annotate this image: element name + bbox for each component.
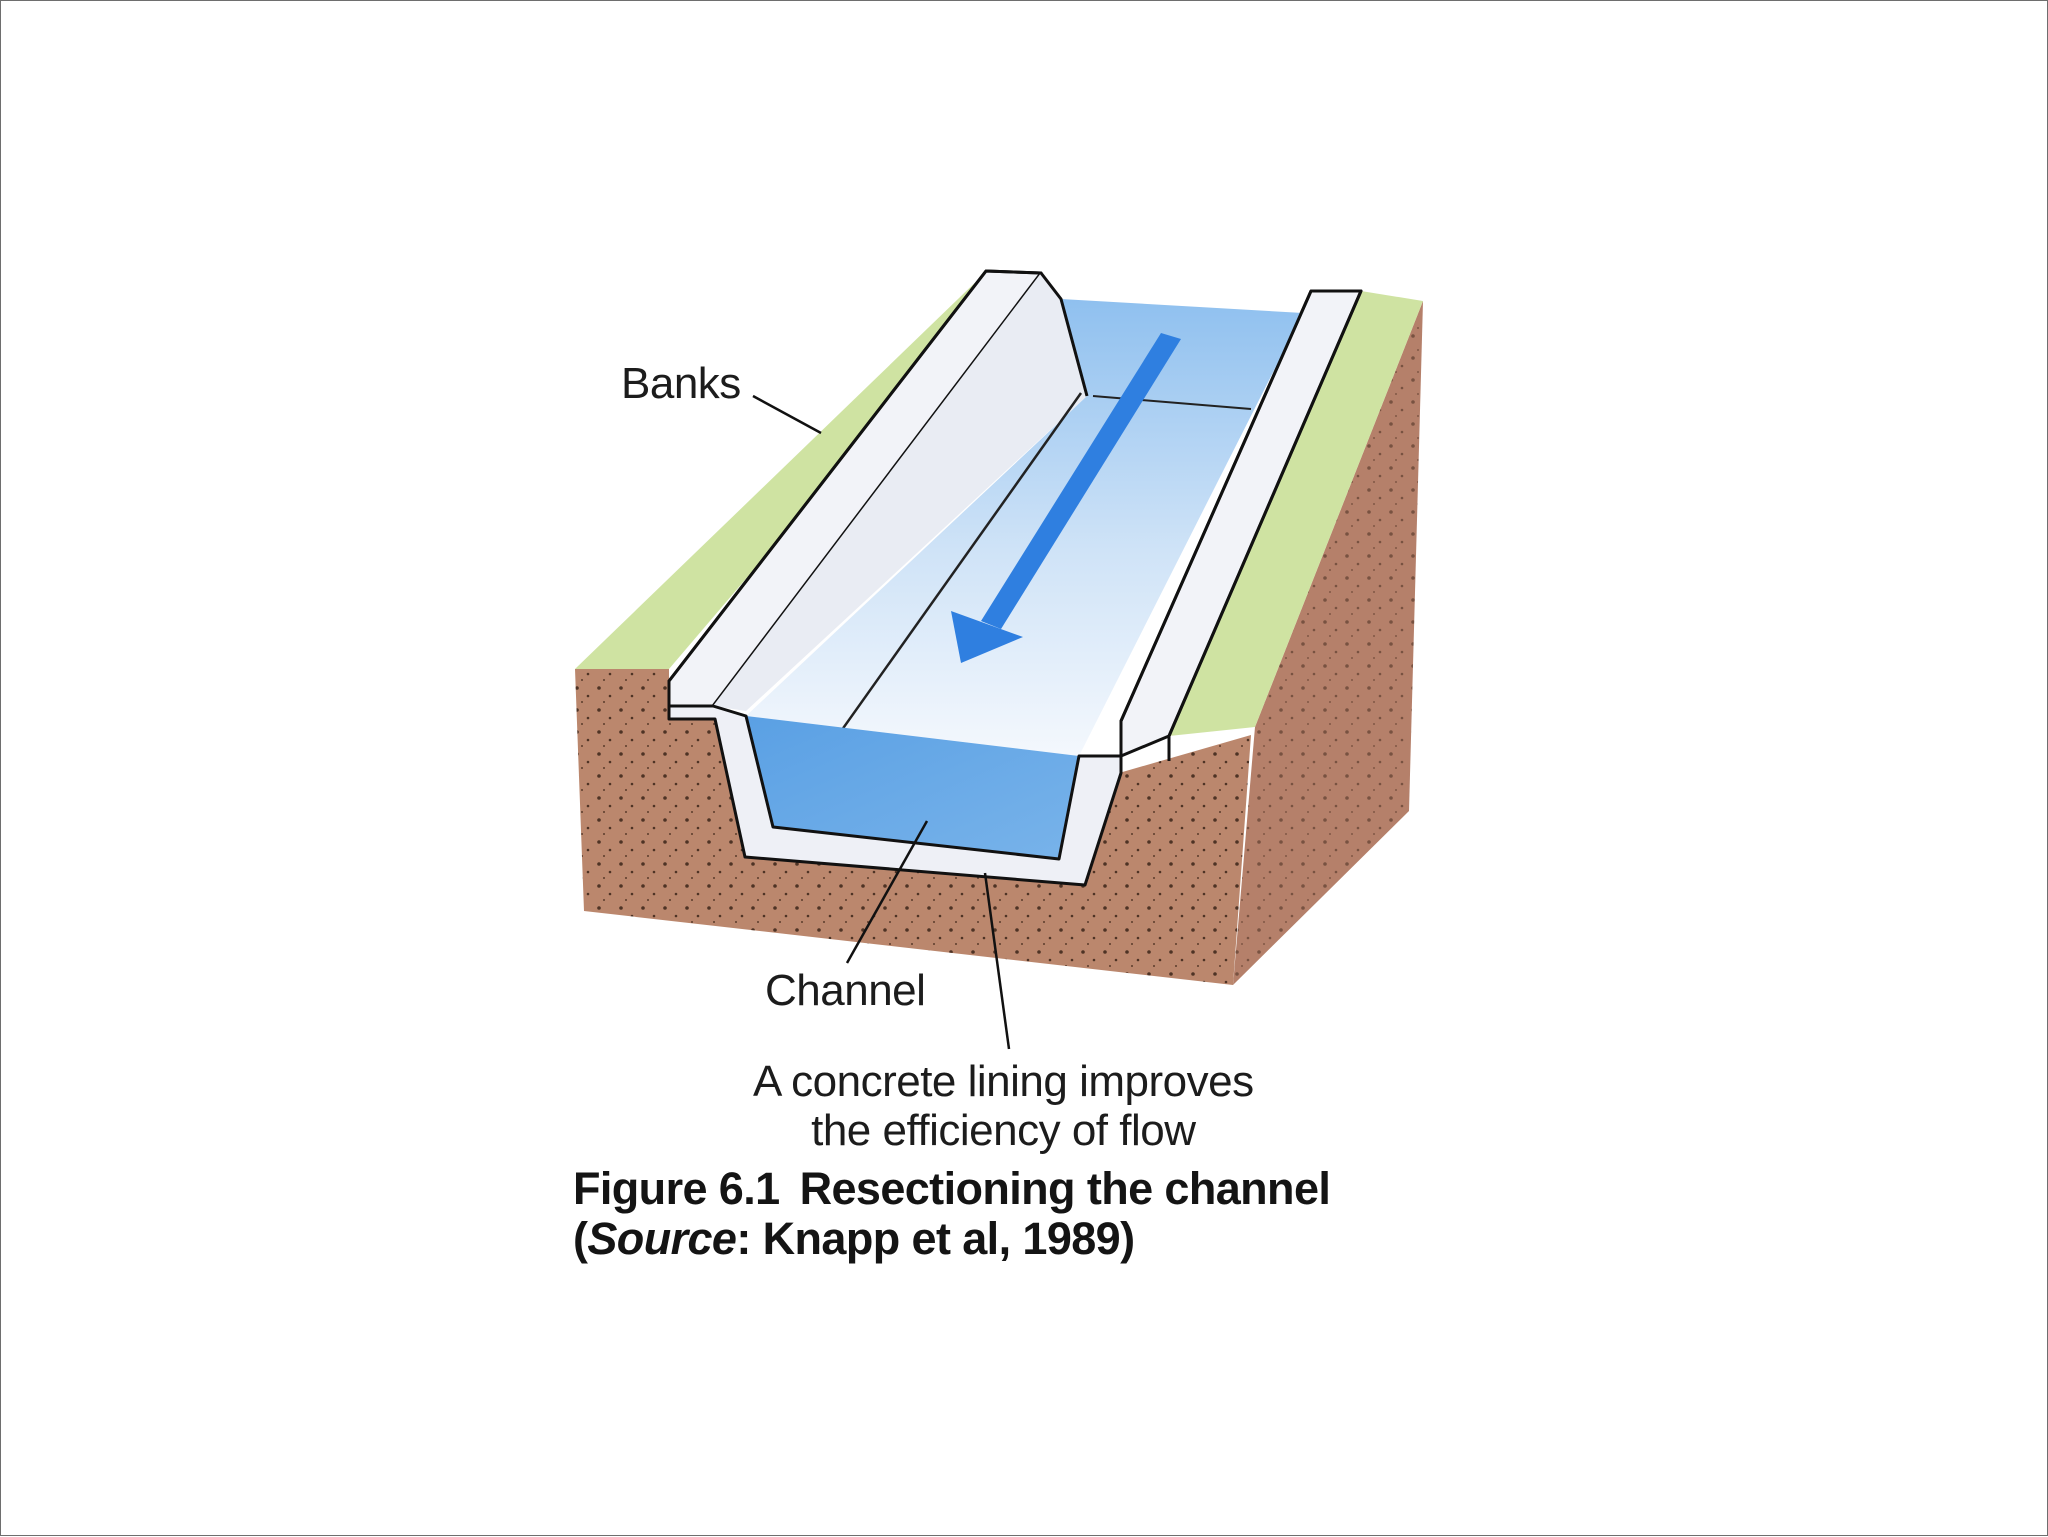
right-bank-grass (1169, 291, 1423, 736)
left-concrete-wall (713, 273, 1087, 711)
water-surface (746, 299, 1303, 756)
lining-label-line-2: the efficiency of flow (811, 1106, 1196, 1156)
channel-leader-line (845, 820, 929, 964)
figure-caption: Figure 6.1 Resectioning the channel (Sour… (573, 1163, 1331, 1264)
soil-front-face (575, 669, 1251, 985)
lining-label-line-1: A concrete lining improves (753, 1057, 1254, 1106)
soil-side-face (1233, 301, 1423, 985)
figure-title: Resectioning the channel (799, 1163, 1331, 1214)
source-citation: : Knapp et al, 1989) (736, 1212, 1135, 1264)
banks-label: Banks (621, 359, 741, 408)
banks-leader-line (752, 394, 822, 435)
lining-leader-line (983, 872, 1011, 1050)
flow-direction-arrow (951, 333, 1181, 663)
concrete-lining-label: A concrete lining improves the efficienc… (753, 1057, 1254, 1156)
caption-title-line: Figure 6.1 Resectioning the channel (573, 1163, 1331, 1214)
caption-source-line: (Source: Knapp et al, 1989) (573, 1212, 1330, 1264)
left-bank-grass (575, 271, 987, 669)
source-word: Source (587, 1212, 737, 1264)
channel-label: Channel (765, 966, 926, 1015)
figure-number: Figure 6.1 (573, 1163, 780, 1214)
left-lip-outline (667, 269, 1089, 706)
channel-water-cross-section (746, 716, 1079, 859)
right-lip-outline (1119, 289, 1363, 761)
far-water-edge (1092, 395, 1252, 410)
source-open-paren: ( (573, 1212, 588, 1264)
